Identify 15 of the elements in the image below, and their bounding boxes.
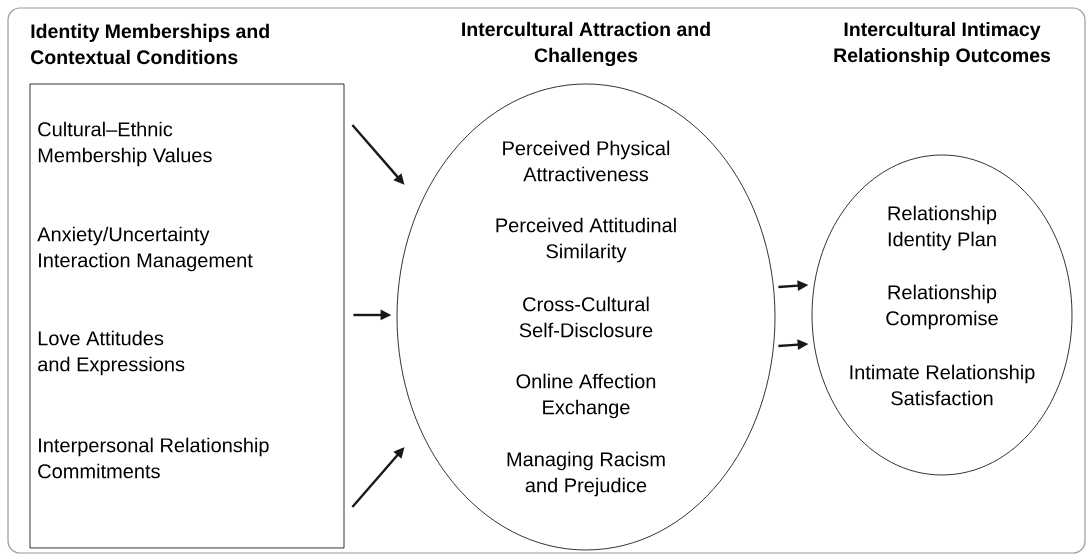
item-text: Anxiety/Uncertainty Interaction Management [37,226,253,272]
item-text: Perceived Attitudinal Similarity [496,217,676,263]
column-heading: Intercultural Intimacy Relationship Outcomes [834,21,1051,67]
item-text: Relationship Compromise [886,284,998,330]
column-heading: Identity Memberships and Contextual Conditions [31,23,269,65]
item-text: Interpersonal Relationship Commitments [38,437,269,479]
item-text: Cultural–Ethnic Membership Values [38,121,212,167]
column-heading: Intercultural Attraction and Challenges [462,21,710,67]
item-text: Online Affection Exchange [516,373,656,419]
item-text: Love Attitudes and Expressions [38,330,185,376]
item-text: Cross-Cultural Self-Disclosure [519,296,653,338]
item-text: Managing Racism and Prejudice [507,451,665,497]
item-text: Relationship Identity Plan [888,205,997,251]
item-text: Intimate Relationship Satisfaction [850,364,1035,406]
item-text: Perceived Physical Attractiveness [503,140,670,182]
